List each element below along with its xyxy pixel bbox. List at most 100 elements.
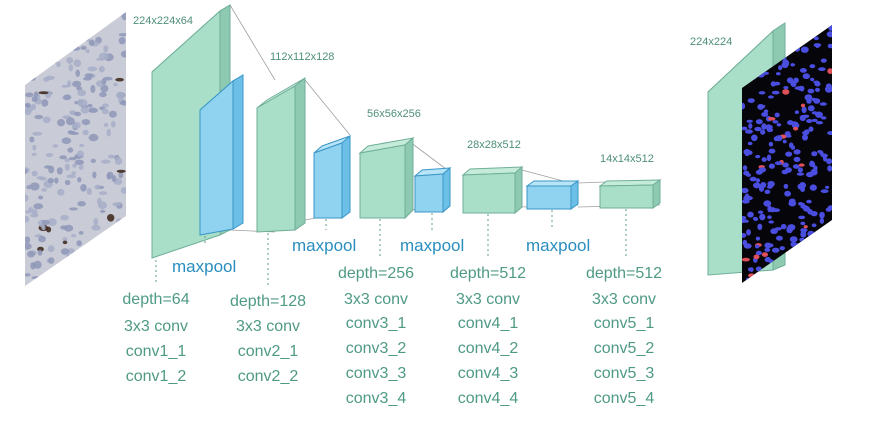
block-1-description: depth=64 3x3 conv conv1_1 conv1_2: [122, 291, 189, 385]
tissue-cell: [55, 47, 63, 56]
tissue-cell: [118, 33, 126, 37]
tissue-cell: [64, 163, 70, 171]
tissue-cell: [66, 26, 71, 35]
tissue-cell: [25, 194, 29, 202]
tissue-cell: [72, 163, 77, 168]
tissue-cell: [64, 33, 75, 38]
positive-nucleus: [793, 126, 799, 131]
tissue-cell: [78, 231, 84, 235]
tissue-cell: [25, 210, 31, 214]
tissue-cell: [79, 32, 85, 38]
tissue-cell: [99, 52, 109, 61]
negative-nucleus: [747, 141, 753, 146]
negative-nucleus: [755, 236, 761, 241]
negative-nucleus: [804, 242, 812, 249]
negative-nucleus: [792, 41, 798, 47]
block-4-description: depth=512 3x3 conv conv4_1 conv4_2 conv4…: [450, 265, 526, 407]
negative-nucleus: [743, 195, 750, 203]
negative-nucleus: [810, 168, 818, 176]
tissue-cell: [36, 50, 43, 55]
negative-nucleus: [776, 235, 783, 241]
negative-nucleus: [825, 185, 830, 189]
block-3-line-6: conv3_4: [346, 390, 407, 407]
negative-nucleus: [811, 264, 817, 271]
tissue-cell: [79, 13, 86, 22]
block-5-line-3: conv5_1: [594, 315, 655, 332]
tissue-cell: [112, 202, 121, 207]
negative-nucleus: [799, 237, 805, 242]
negative-nucleus: [742, 216, 747, 220]
negative-nucleus: [767, 205, 772, 213]
negative-nucleus: [794, 252, 799, 257]
negative-nucleus: [805, 240, 812, 247]
block-2-line-4: conv2_2: [238, 368, 299, 385]
conv5-layer: [598, 179, 662, 209]
negative-nucleus: [792, 164, 800, 169]
negative-nucleus: [802, 73, 810, 80]
tissue-cell: [94, 23, 101, 29]
stained-nucleus: [116, 169, 126, 173]
tissue-cell: [47, 177, 55, 184]
negative-nucleus: [817, 264, 822, 271]
negative-nucleus: [787, 261, 794, 268]
negative-nucleus: [800, 46, 809, 53]
tissue-cell: [121, 100, 126, 104]
tissue-cell: [85, 49, 90, 54]
negative-nucleus: [787, 40, 793, 46]
negative-nucleus: [787, 120, 794, 126]
negative-nucleus: [768, 148, 776, 154]
negative-nucleus: [807, 105, 815, 112]
negative-nucleus: [810, 77, 815, 82]
negative-nucleus: [797, 167, 804, 173]
block-4-line-5: conv4_3: [458, 365, 519, 382]
negative-nucleus: [755, 250, 763, 256]
negative-nucleus: [764, 256, 771, 263]
tissue-cell: [99, 91, 107, 98]
negative-nucleus: [806, 276, 813, 283]
negative-nucleus: [790, 63, 796, 67]
tissue-cell: [68, 34, 73, 40]
negative-nucleus: [779, 246, 785, 251]
block-5-line-6: conv5_4: [594, 390, 655, 407]
tissue-cell: [42, 18, 47, 27]
block-1-line-1: depth=64: [122, 291, 189, 308]
negative-nucleus: [820, 189, 829, 194]
block-5-line-5: conv5_3: [594, 365, 655, 382]
positive-nucleus: [827, 68, 832, 74]
negative-nucleus: [789, 42, 797, 47]
negative-nucleus: [759, 213, 766, 221]
negative-nucleus: [743, 219, 749, 223]
negative-nucleus: [798, 32, 806, 37]
negative-nucleus: [785, 279, 791, 283]
negative-nucleus: [801, 106, 807, 114]
positive-nucleus: [761, 252, 769, 257]
pool1-layer: [199, 74, 244, 236]
tissue-cell: [63, 94, 72, 100]
stained-nucleus: [106, 277, 112, 281]
tissue-cell: [48, 22, 58, 28]
negative-nucleus: [764, 275, 769, 283]
tissue-cell: [89, 246, 95, 254]
negative-nucleus: [804, 94, 813, 101]
tissue-cell: [103, 122, 109, 127]
negative-nucleus: [760, 129, 766, 135]
negative-nucleus: [783, 183, 789, 189]
negative-nucleus: [790, 145, 796, 150]
stained-nucleus: [25, 43, 33, 51]
negative-nucleus: [828, 25, 832, 31]
tissue-cell: [101, 16, 109, 21]
block-4-line-3: conv4_1: [458, 315, 519, 332]
negative-nucleus: [747, 211, 754, 218]
negative-nucleus: [755, 119, 763, 125]
tissue-cell: [54, 177, 59, 184]
negative-nucleus: [824, 85, 832, 93]
tissue-cell: [25, 102, 31, 109]
tissue-cell: [41, 99, 49, 107]
negative-nucleus: [742, 187, 749, 194]
maxpool-label-3: maxpool: [400, 236, 464, 255]
tissue-cell: [64, 179, 71, 186]
tissue-cell: [47, 55, 52, 60]
tissue-cell: [49, 39, 59, 44]
negative-nucleus: [770, 81, 777, 87]
